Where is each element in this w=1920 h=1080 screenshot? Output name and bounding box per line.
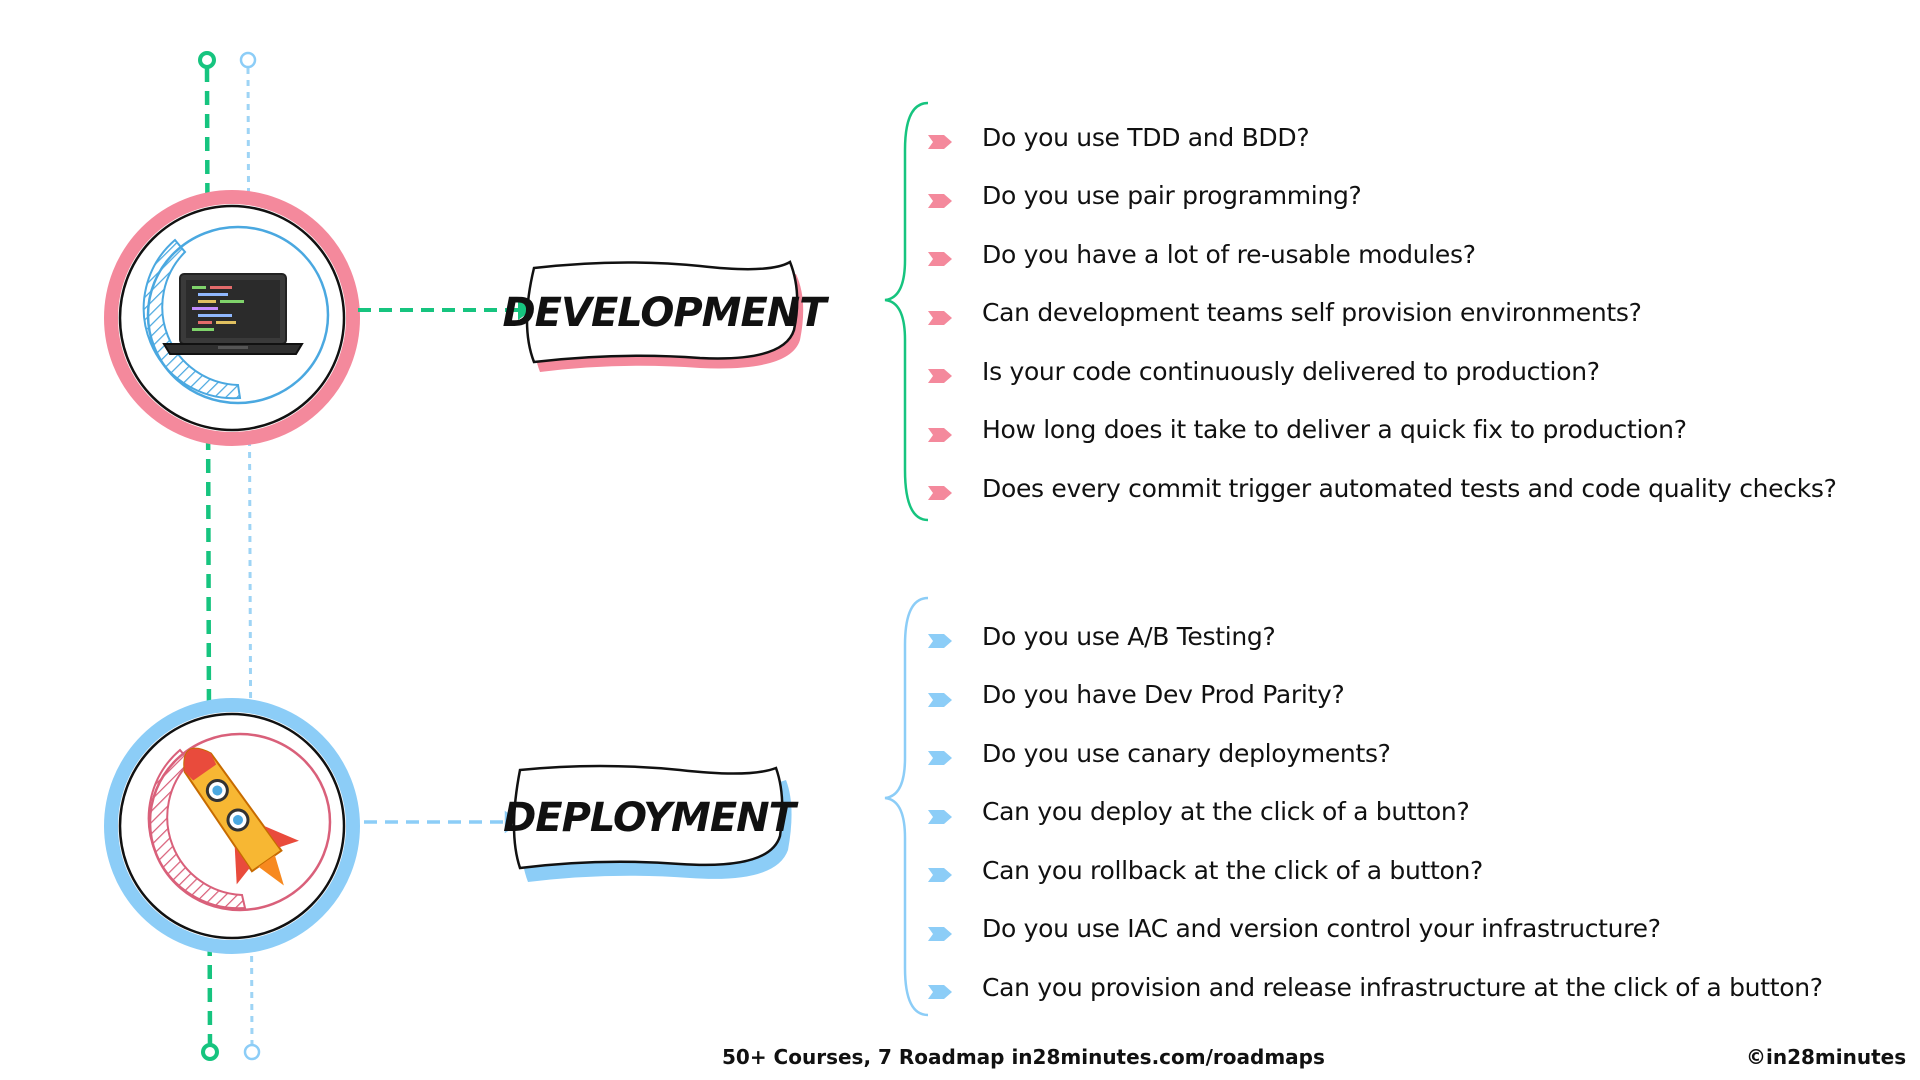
list-item: Can you rollback at the click of a butto… xyxy=(928,841,1823,900)
question-text: Does every commit trigger automated test… xyxy=(982,473,1837,503)
question-text: Do you use pair programming? xyxy=(982,181,1362,211)
list-item: Does every commit trigger automated test… xyxy=(928,459,1837,518)
question-text: Is your code continuously delivered to p… xyxy=(982,356,1600,386)
deployment-label-shape xyxy=(512,764,792,882)
bullet-icon xyxy=(928,128,952,150)
bullet-icon xyxy=(928,920,952,941)
list-item: Do you have a lot of re-usable modules? xyxy=(928,225,1837,284)
question-text: Do you use IAC and version control your … xyxy=(982,914,1661,944)
list-item: Do you use TDD and BDD? xyxy=(928,108,1837,167)
bullet-icon xyxy=(928,744,952,766)
list-item: Do you use canary deployments? xyxy=(928,724,1823,783)
development-label-shape xyxy=(525,260,804,372)
bullet-icon xyxy=(928,627,952,649)
question-text: Do you have Dev Prod Parity? xyxy=(982,680,1345,710)
rocket-icon xyxy=(183,747,299,886)
question-text: Can you deploy at the click of a button? xyxy=(982,797,1470,827)
bullet-icon xyxy=(928,978,952,1000)
development-node xyxy=(104,190,360,446)
list-item: How long does it take to deliver a quick… xyxy=(928,401,1837,460)
bullet-icon xyxy=(928,187,952,208)
bullet-icon xyxy=(928,362,952,384)
list-item: Can you provision and release infrastruc… xyxy=(928,958,1823,1017)
question-text: Do you use canary deployments? xyxy=(982,738,1391,768)
footer-credit: ©in28minutes xyxy=(1746,1045,1907,1069)
list-item: Do you have Dev Prod Parity? xyxy=(928,666,1823,725)
list-item: Do you use pair programming? xyxy=(928,167,1837,226)
question-text: Can you provision and release infrastruc… xyxy=(982,972,1823,1002)
development-question-list: Do you use TDD and BDD? Do you use pair … xyxy=(928,108,1837,518)
list-item: Do you use IAC and version control your … xyxy=(928,900,1823,959)
question-text: Can development teams self provision env… xyxy=(982,298,1642,328)
question-text: Can you rollback at the click of a butto… xyxy=(982,855,1484,885)
bullet-icon xyxy=(928,686,952,707)
deployment-brace xyxy=(884,596,929,1017)
list-item: Do you use A/B Testing? xyxy=(928,607,1823,666)
bullet-icon xyxy=(928,245,952,267)
bullet-icon xyxy=(928,304,952,325)
bullet-icon xyxy=(928,861,952,883)
question-text: Do you have a lot of re-usable modules? xyxy=(982,239,1476,269)
laptop-icon xyxy=(162,273,304,355)
question-text: Do you use A/B Testing? xyxy=(982,621,1276,651)
question-text: Do you use TDD and BDD? xyxy=(982,122,1310,152)
deployment-arrow xyxy=(364,810,523,834)
bullet-icon xyxy=(928,479,952,501)
development-brace xyxy=(884,101,929,522)
deployment-label: DEPLOYMENT xyxy=(503,795,796,841)
deployment-node xyxy=(104,698,360,954)
list-item: Can development teams self provision env… xyxy=(928,284,1837,343)
bullet-icon xyxy=(928,803,952,824)
development-arrow xyxy=(358,300,532,320)
footer-promo: 50+ Courses, 7 Roadmap in28minutes.com/r… xyxy=(722,1045,1325,1069)
list-item: Can you deploy at the click of a button? xyxy=(928,783,1823,842)
deployment-question-list: Do you use A/B Testing? Do you have Dev … xyxy=(928,607,1823,1017)
question-text: How long does it take to deliver a quick… xyxy=(982,415,1687,445)
development-label: DEVELOPMENT xyxy=(502,290,826,336)
bullet-icon xyxy=(928,421,952,442)
list-item: Is your code continuously delivered to p… xyxy=(928,342,1837,401)
